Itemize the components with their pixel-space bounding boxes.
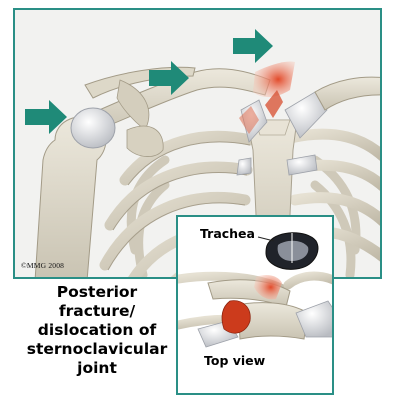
humerus: [34, 116, 107, 277]
inset-manubrium: [237, 302, 309, 340]
trachea-pointer: [257, 236, 275, 242]
humeral-head: [70, 107, 116, 149]
trachea-icon: [265, 232, 319, 270]
top-view-inset: Trachea Top view: [176, 215, 334, 395]
fracture-highlight: [253, 61, 295, 98]
caption-line: joint: [77, 359, 117, 377]
top-view-label: Top view: [204, 353, 266, 368]
caption-line: fracture/: [58, 302, 136, 320]
figure-caption: Posterior fracture/ dislocation of stern…: [22, 283, 172, 378]
trachea-label: Trachea: [200, 226, 255, 241]
caption-line: dislocation of: [37, 321, 157, 339]
coracoid: [126, 125, 164, 157]
right-clavicle: [314, 76, 380, 111]
inset-illustration: [178, 217, 332, 393]
inset-fracture-fragment: [221, 300, 251, 334]
left-rib-edges: [107, 141, 251, 271]
caption-line: sternoclavicular: [26, 340, 168, 358]
copyright-notice: ©MMG 2008: [21, 261, 65, 270]
direction-arrow-icon: [25, 29, 273, 134]
caption-line: Posterior: [56, 283, 138, 301]
